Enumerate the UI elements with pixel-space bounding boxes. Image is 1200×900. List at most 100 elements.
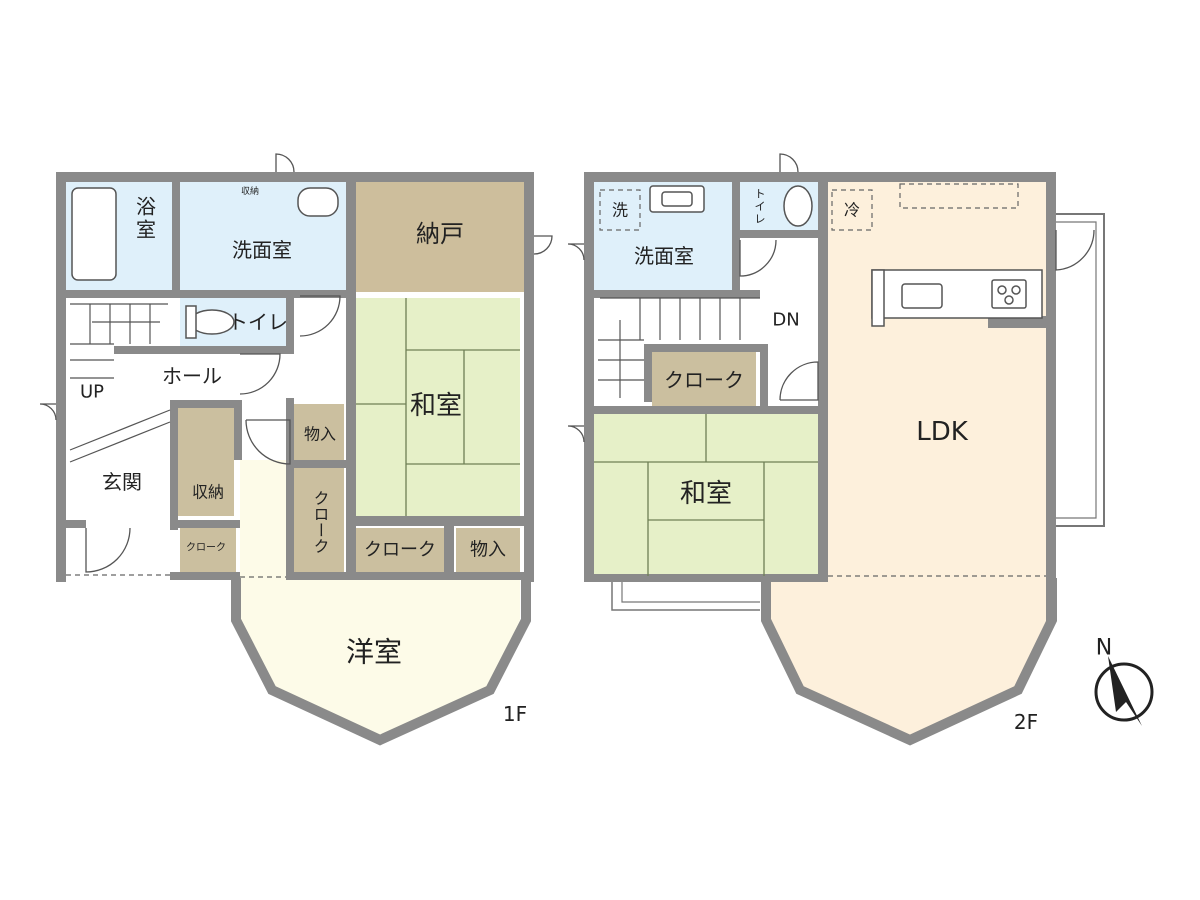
toilet-tank-icon (185, 305, 197, 339)
label-ldk: LDK (916, 417, 969, 447)
wall (231, 578, 531, 746)
toilet2-icon (783, 185, 813, 227)
dashed-box (899, 183, 1019, 209)
label-dn: DN (772, 310, 799, 331)
wall (346, 516, 530, 526)
wall (286, 460, 352, 468)
tatami (594, 414, 818, 576)
door-swing (533, 235, 553, 255)
label-cloak2: クローク (664, 368, 744, 392)
room-cloak2-fill (652, 352, 756, 406)
wall (1046, 172, 1056, 622)
room-cloak-small-fill (180, 528, 236, 574)
washbasin-icon (297, 187, 339, 217)
tatami (356, 298, 520, 516)
floor-label-2f: 2F (1014, 710, 1038, 734)
door-swing (1055, 229, 1095, 271)
door-swing (85, 527, 131, 573)
label-washitsu-2f: 和室 (680, 479, 732, 509)
label-sen: 洗 (612, 201, 628, 220)
burner-icon (1004, 295, 1014, 305)
north-arrow-icon (1108, 656, 1142, 726)
wall (644, 344, 652, 402)
wall (286, 572, 354, 580)
door-swing (779, 153, 799, 173)
sink-icon (901, 283, 943, 309)
wall (170, 520, 240, 528)
label-storage-small: 収納 (241, 185, 259, 197)
label-cloak-small: クローク (186, 542, 226, 554)
room-ldk-fill (770, 180, 1048, 738)
dashed-box (831, 189, 873, 231)
wall (732, 180, 740, 290)
wall (760, 344, 768, 412)
door-swing (779, 361, 819, 401)
wall (346, 172, 356, 572)
door-swing (245, 419, 291, 465)
wall (644, 344, 768, 352)
label-yoshitsu: 洋室 (346, 636, 402, 669)
wall (234, 400, 242, 460)
burner-icon (1011, 285, 1021, 295)
door-swing (567, 425, 585, 443)
label-washitsu-1f: 和室 (410, 391, 462, 421)
basin-icon (661, 191, 693, 207)
label-nando: 納戸 (416, 220, 464, 248)
label-up: UP (80, 382, 104, 403)
room-yoshitsu-fill (240, 460, 520, 738)
wall (348, 572, 532, 580)
label-wash: 洗面室 (232, 238, 292, 262)
stairs (69, 303, 171, 463)
wall (170, 572, 240, 580)
room-nando-fill (356, 180, 526, 292)
burner-icon (997, 285, 1007, 295)
label-shuno: 収納 (192, 483, 224, 502)
room-cloak-vertical-fill (294, 468, 344, 576)
label-monoire-a: 物入 (304, 425, 336, 444)
room-cloak-b-fill (356, 528, 454, 574)
room-shuno-fill (176, 408, 234, 516)
label-rei: 冷 (844, 201, 860, 220)
label-wash2: 洗面室 (634, 244, 694, 268)
wall (740, 230, 820, 238)
door-swing (739, 239, 777, 277)
door-swing (275, 153, 295, 173)
room-washitsu-fill (356, 298, 520, 518)
label-cloak-vertical: クローク (311, 490, 330, 554)
room-monoire-a-fill (294, 404, 344, 462)
label-cloak-b: クローク (364, 540, 436, 561)
wall (584, 574, 828, 582)
door-swing (299, 295, 341, 337)
wall (56, 172, 66, 582)
floor-label-1f: 1F (503, 702, 527, 726)
balcony-rail (621, 580, 760, 603)
balcony-rail (1054, 213, 1105, 527)
label-hall: ホール (162, 364, 222, 388)
wall (584, 290, 760, 298)
wall (818, 172, 828, 582)
wall (524, 172, 534, 582)
wall (56, 520, 86, 528)
bathtub-icon (71, 187, 117, 281)
label-genkan: 玄関 (102, 470, 142, 494)
wall (444, 526, 454, 576)
balcony-rail (1054, 221, 1097, 519)
label-toilet2: トイレ (755, 187, 766, 225)
label-monoire-b: 物入 (470, 540, 506, 561)
balcony-rail (611, 580, 760, 611)
wall (286, 296, 294, 354)
stairs (598, 297, 760, 398)
door-swing (239, 353, 281, 395)
door-swing (567, 243, 585, 261)
wall (170, 400, 240, 408)
wall (176, 290, 356, 298)
kitchen-counter-end-icon (871, 269, 885, 327)
compass-label: N (1096, 636, 1112, 661)
floor-2f: 洗 洗面室 トイレ 冷 DN クローク LDK 和室 2F (567, 153, 1105, 746)
wall (114, 346, 294, 354)
wall (56, 172, 534, 182)
wall (170, 400, 178, 530)
wall (286, 398, 294, 580)
dashed-box (599, 189, 641, 231)
